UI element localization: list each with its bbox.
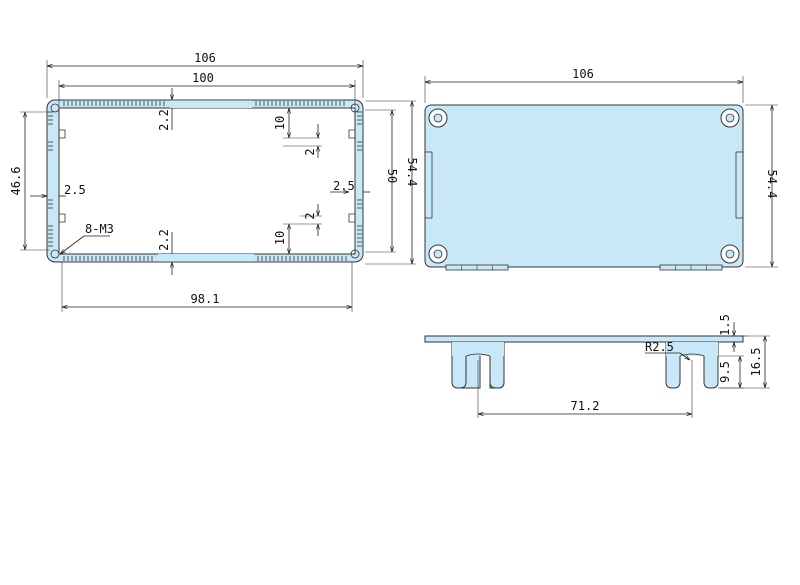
lid-hole-tl-inner xyxy=(433,113,443,123)
side-plate xyxy=(424,335,744,343)
top-dim-width: 106 xyxy=(572,67,594,81)
screw-groove-br xyxy=(350,249,360,259)
lid-hole-tr-inner xyxy=(725,113,735,123)
top-dim-height: 54.4 xyxy=(765,170,779,199)
dim-slot-top-2: 2 xyxy=(303,148,317,155)
side-dim-total-height: 16.5 xyxy=(749,348,763,377)
side-dim-thickness: 1.5 xyxy=(718,314,732,336)
dim-left-height: 46.6 xyxy=(9,167,23,196)
profile-cavity xyxy=(58,107,356,255)
side-view: 71.2 R2.5 1.5 9.5 16.5 xyxy=(424,314,770,418)
lid-hole-br-inner xyxy=(725,249,735,259)
dim-bottom-width: 98.1 xyxy=(191,292,220,306)
screw-groove-bl xyxy=(50,249,60,259)
bottom-plain-strip xyxy=(158,254,254,262)
screw-callout: 8-M3 xyxy=(85,222,114,236)
pcb-slot-left-top xyxy=(59,129,66,139)
front-view: 106 100 98.1 46.6 50 54.4 2.5 2.5 xyxy=(9,51,419,312)
dim-total-height: 54.4 xyxy=(405,158,419,187)
heatsink-fins-right xyxy=(357,111,362,247)
heatsink-fins-bottom xyxy=(63,256,347,261)
top-plain-strip xyxy=(170,100,252,108)
pcb-slot-left-bottom xyxy=(59,213,66,223)
dim-inner-width: 100 xyxy=(192,71,214,85)
dim-slot-bottom-10: 10 xyxy=(273,231,287,245)
side-dim-slot-height: 9.5 xyxy=(718,361,732,383)
top-view: 106 54.4 xyxy=(424,67,779,271)
dim-slot-top-10: 10 xyxy=(273,116,287,130)
side-dim-radius: R2.5 xyxy=(645,340,674,354)
dim-wall-left: 2.5 xyxy=(64,183,86,197)
pcb-slot-right-bottom xyxy=(348,213,355,223)
side-dim-span: 71.2 xyxy=(571,399,600,413)
lid-hole-bl-inner xyxy=(433,249,443,259)
dim-wall-right: 2.5 xyxy=(333,179,355,193)
heatsink-fins-left xyxy=(48,111,53,247)
dim-wall-top: 2.2 xyxy=(157,109,171,131)
dim-outer-width: 106 xyxy=(194,51,216,65)
dim-slot-bottom-2: 2 xyxy=(303,212,317,219)
heatsink-fins-top xyxy=(63,101,345,106)
dim-wall-bottom: 2.2 xyxy=(157,229,171,251)
lid-plate xyxy=(424,104,744,268)
dim-inner-height: 50 xyxy=(385,169,399,183)
side-leg-right-bridge xyxy=(666,342,718,356)
lid-bottom-tabs xyxy=(445,264,723,271)
screw-groove-tl xyxy=(50,103,60,113)
pcb-slot-right-top xyxy=(348,129,355,139)
